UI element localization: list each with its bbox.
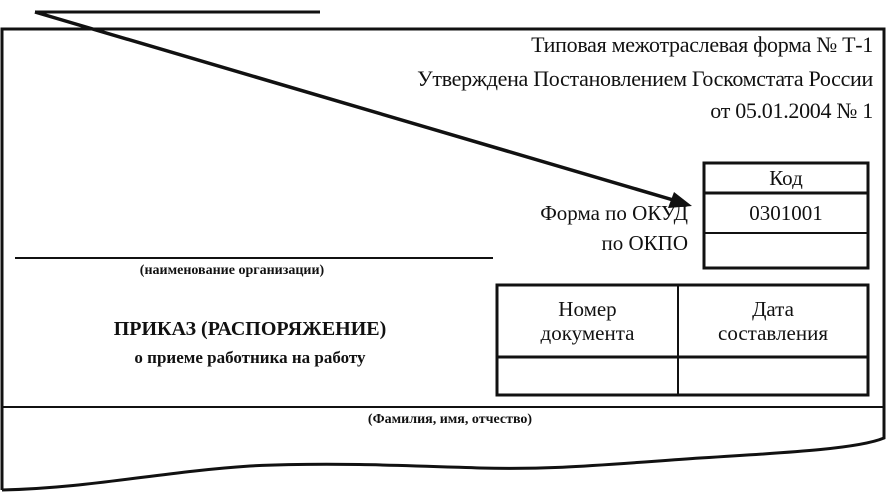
document-title: ПРИКАЗ (РАСПОРЯЖЕНИЕ) bbox=[113, 318, 387, 340]
arrow-icon bbox=[34, 10, 692, 208]
organization-caption: (наименование организации) bbox=[139, 263, 325, 278]
doc-date-field[interactable] bbox=[678, 357, 868, 395]
doc-date-header: Дата составления bbox=[718, 296, 828, 345]
doc-table-grid bbox=[495, 283, 870, 397]
approval-line: Утверждена Постановлением Госкомстата Ро… bbox=[417, 66, 873, 91]
okud-label: Форма по ОКУД bbox=[540, 201, 688, 225]
doc-number-field[interactable] bbox=[497, 357, 678, 395]
approval-date-line: от 05.01.2004 № 1 bbox=[710, 98, 873, 123]
doc-number-header: Номер документа bbox=[540, 296, 635, 345]
torn-page-outline bbox=[0, 27, 886, 492]
okpo-code-field[interactable] bbox=[704, 233, 868, 268]
okud-code-value[interactable]: 0301001 bbox=[749, 200, 823, 225]
codes-table-grid bbox=[702, 161, 870, 270]
codes-header: Код bbox=[769, 165, 803, 190]
document-subtitle: о приеме работника на работу bbox=[134, 348, 366, 367]
form-type-line: Типовая межотраслевая форма № Т-1 bbox=[531, 32, 873, 57]
fio-caption: (Фамилия, имя, отчество) bbox=[367, 412, 533, 427]
okpo-label: по ОКПО bbox=[601, 231, 689, 255]
